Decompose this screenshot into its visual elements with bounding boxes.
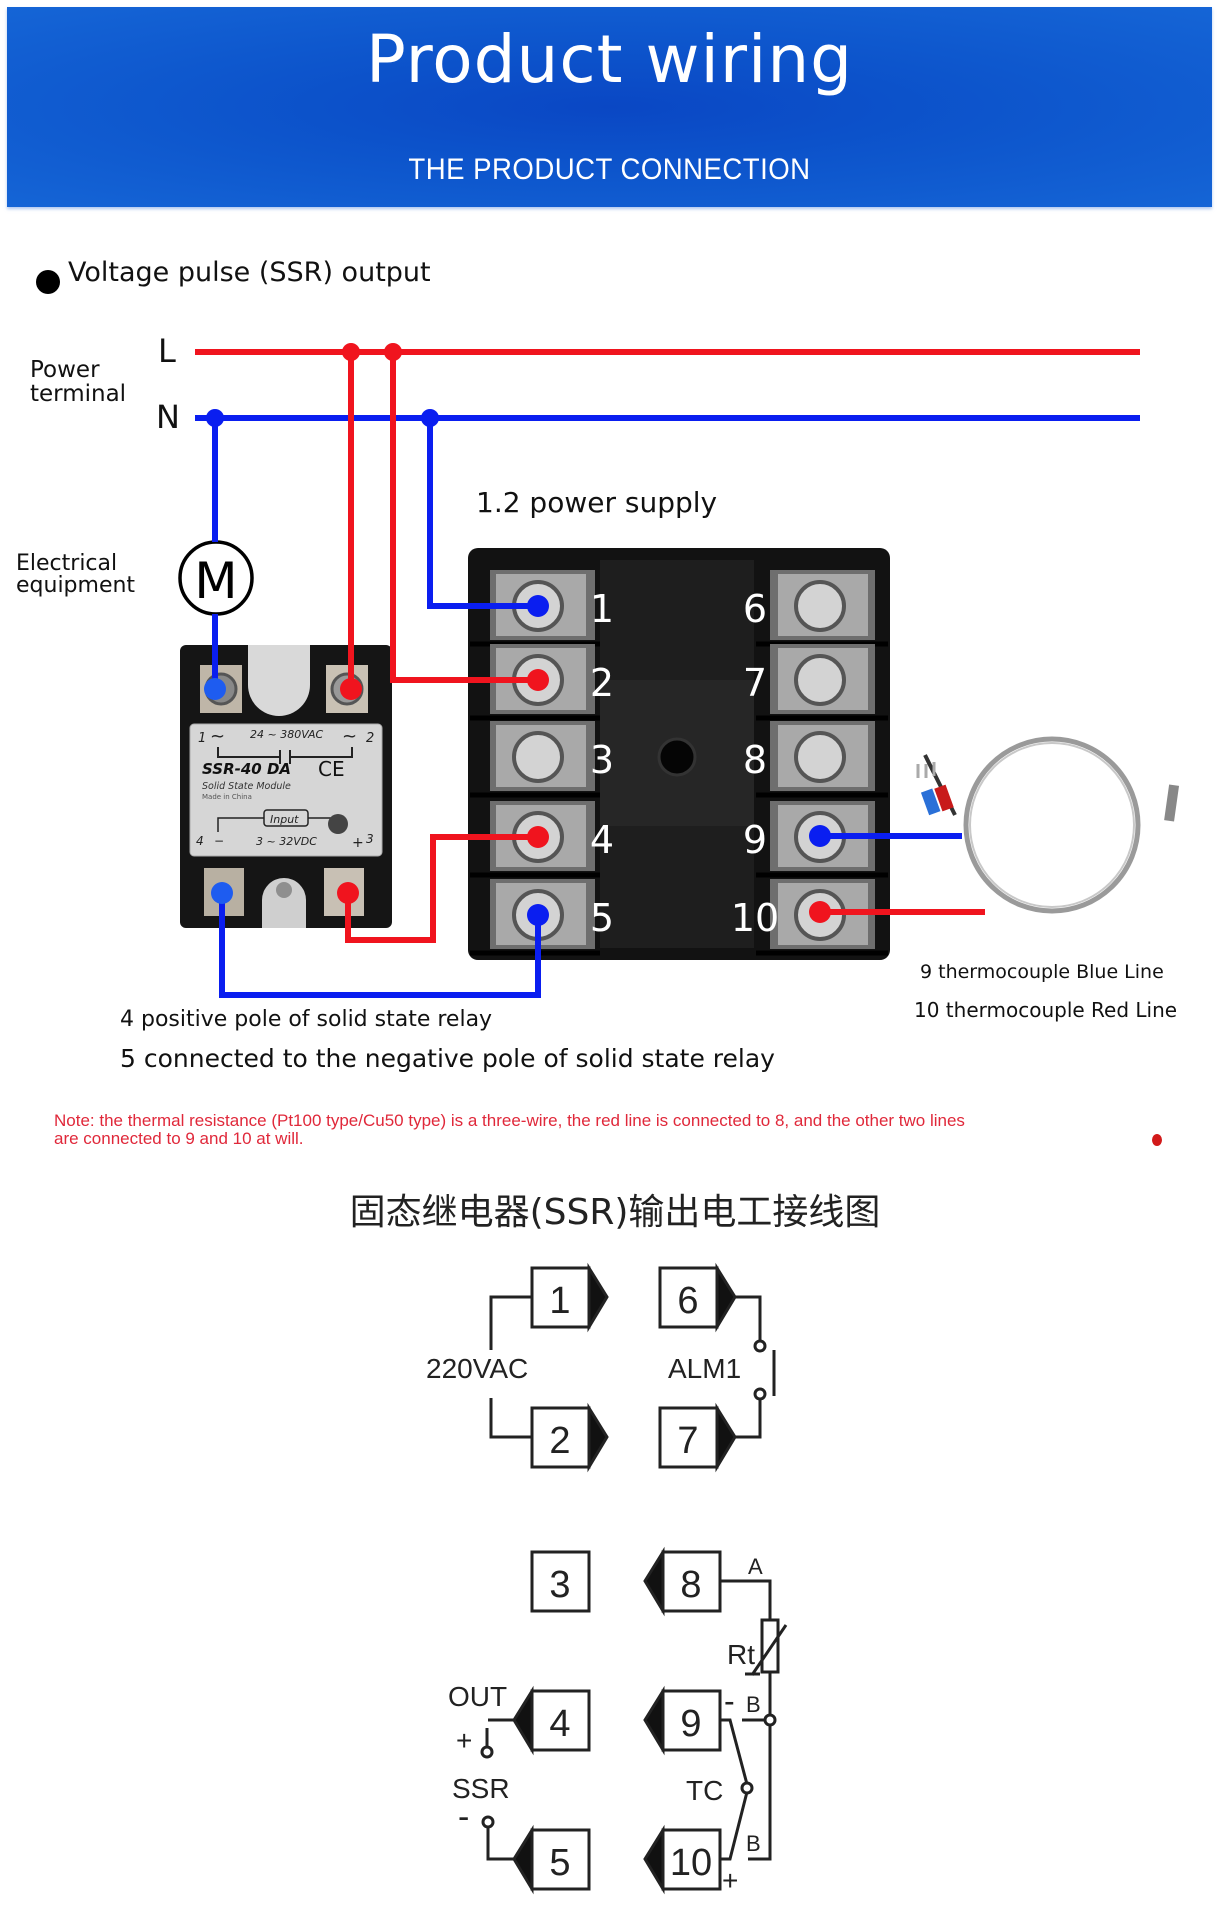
terminal-number-1: 1 [590, 587, 614, 631]
thermocouple-blue-label: 9 thermocouple Blue Line [920, 961, 1164, 983]
ssr-minus: − [214, 834, 224, 848]
load-label-2: equipment [16, 573, 136, 598]
terminal-number-4: 4 [590, 818, 614, 862]
thermocouple-probe [916, 736, 1180, 914]
ssr-terminal-4: 4 [196, 834, 204, 848]
terminal-3: 3 [470, 721, 614, 798]
schematic-terminal-5: 5 [549, 1842, 570, 1884]
ce-mark: CE [318, 757, 345, 781]
terminal-number-6: 6 [743, 587, 767, 631]
schematic-diagram: 1 2 3 4 5 6 7 8 9 10 220VAC ALM1 OUT SSR… [426, 1262, 788, 1896]
terminal-number-8: 8 [743, 738, 767, 782]
alarm-label: ALM1 [668, 1353, 741, 1384]
schematic-terminal-6: 6 [677, 1280, 698, 1322]
ssr-terminal-2: 2 [366, 731, 374, 746]
page-title: Product wiring [365, 21, 854, 98]
power-terminal-label-2: terminal [30, 381, 127, 407]
terminal-number-7: 7 [743, 661, 767, 705]
ssr-minus-label: - [458, 1798, 469, 1836]
schematic-terminal-1: 1 [549, 1280, 570, 1322]
ssr-input-label: Input [270, 813, 299, 826]
ssr-model: SSR-40 DA [202, 760, 291, 778]
schematic-terminal-3: 3 [549, 1564, 570, 1606]
schematic-terminal-2: 2 [549, 1420, 570, 1462]
tc-minus-label: - [724, 1683, 735, 1719]
terminal-8: 8 [743, 721, 888, 798]
ssr-plus-label: + [456, 1725, 472, 1756]
terminal-block: 1 2 3 4 5 6 7 8 9 10 [468, 548, 890, 960]
terminal-number-10: 10 [731, 896, 779, 940]
ssr-made-in: Made in China [202, 793, 252, 801]
schematic-title: 固态继电器(SSR)输出电工接线图 [349, 1192, 881, 1233]
caption-negative-pole: 5 connected to the negative pole of soli… [120, 1044, 775, 1073]
ssr-terminal-3: 3 [366, 832, 374, 846]
out-label: OUT [448, 1681, 507, 1712]
ssr-output-rating: 24 ~ 380VAC [250, 728, 324, 741]
ssr-tilde-1: ~ [210, 726, 225, 747]
motor-symbol: M [178, 540, 254, 616]
tc-plus-label: + [722, 1865, 738, 1896]
note-line-1: Note: the thermal resistance (Pt100 type… [54, 1111, 965, 1130]
schematic-terminal-8: 8 [680, 1564, 701, 1606]
ssr-label: SSR [452, 1773, 510, 1804]
supply-voltage-label: 220VAC [426, 1353, 528, 1384]
tc-label: TC [686, 1775, 723, 1806]
section-heading: Voltage pulse (SSR) output [68, 257, 431, 288]
live-label: L [158, 332, 176, 370]
schematic-terminal-7: 7 [677, 1420, 698, 1462]
rt-b-label-2: B [746, 1831, 761, 1856]
power-terminal-label-1: Power [30, 357, 100, 383]
wiring-diagram: M 1 ~ 24 ~ 380VAC ~ 2 SSR-40 DA CE Solid… [178, 343, 1180, 998]
ssr-terminal-1: 1 [198, 731, 206, 746]
ssr-description: Solid State Module [202, 781, 291, 792]
page-subtitle: THE PRODUCT CONNECTION [408, 153, 811, 186]
terminal-7: 7 [743, 644, 888, 721]
schematic-terminal-9: 9 [680, 1703, 701, 1745]
schematic-terminal-10: 10 [670, 1842, 712, 1884]
rt-label: Rt [727, 1639, 755, 1670]
load-label-1: Electrical [16, 551, 118, 576]
schematic-terminal-4: 4 [549, 1703, 570, 1745]
neutral-label: N [156, 398, 180, 436]
header-banner: Product wiring THE PRODUCT CONNECTION [7, 7, 1212, 207]
terminal-number-2: 2 [590, 661, 614, 705]
bullet-icon [36, 270, 60, 294]
ssr-input-rating: 3 ~ 32VDC [256, 835, 317, 848]
motor-label: M [194, 552, 237, 610]
note-line-2: are connected to 9 and 10 at will. [54, 1129, 304, 1148]
thermocouple-red-label: 10 thermocouple Red Line [914, 998, 1178, 1022]
red-dot-mark [1152, 1134, 1162, 1146]
terminal-number-9: 9 [743, 818, 767, 862]
terminal-number-5: 5 [590, 896, 614, 940]
terminal-number-3: 3 [590, 738, 614, 782]
rt-a-label: A [748, 1554, 763, 1579]
power-supply-label: 1.2 power supply [476, 486, 718, 519]
junction-dots [204, 343, 831, 926]
solid-state-relay: 1 ~ 24 ~ 380VAC ~ 2 SSR-40 DA CE Solid S… [180, 645, 392, 928]
ssr-plus: + [352, 835, 364, 851]
rt-b-label-1: B [746, 1692, 761, 1717]
caption-positive-pole: 4 positive pole of solid state relay [120, 1007, 493, 1032]
ssr-tilde-2: ~ [342, 726, 357, 747]
